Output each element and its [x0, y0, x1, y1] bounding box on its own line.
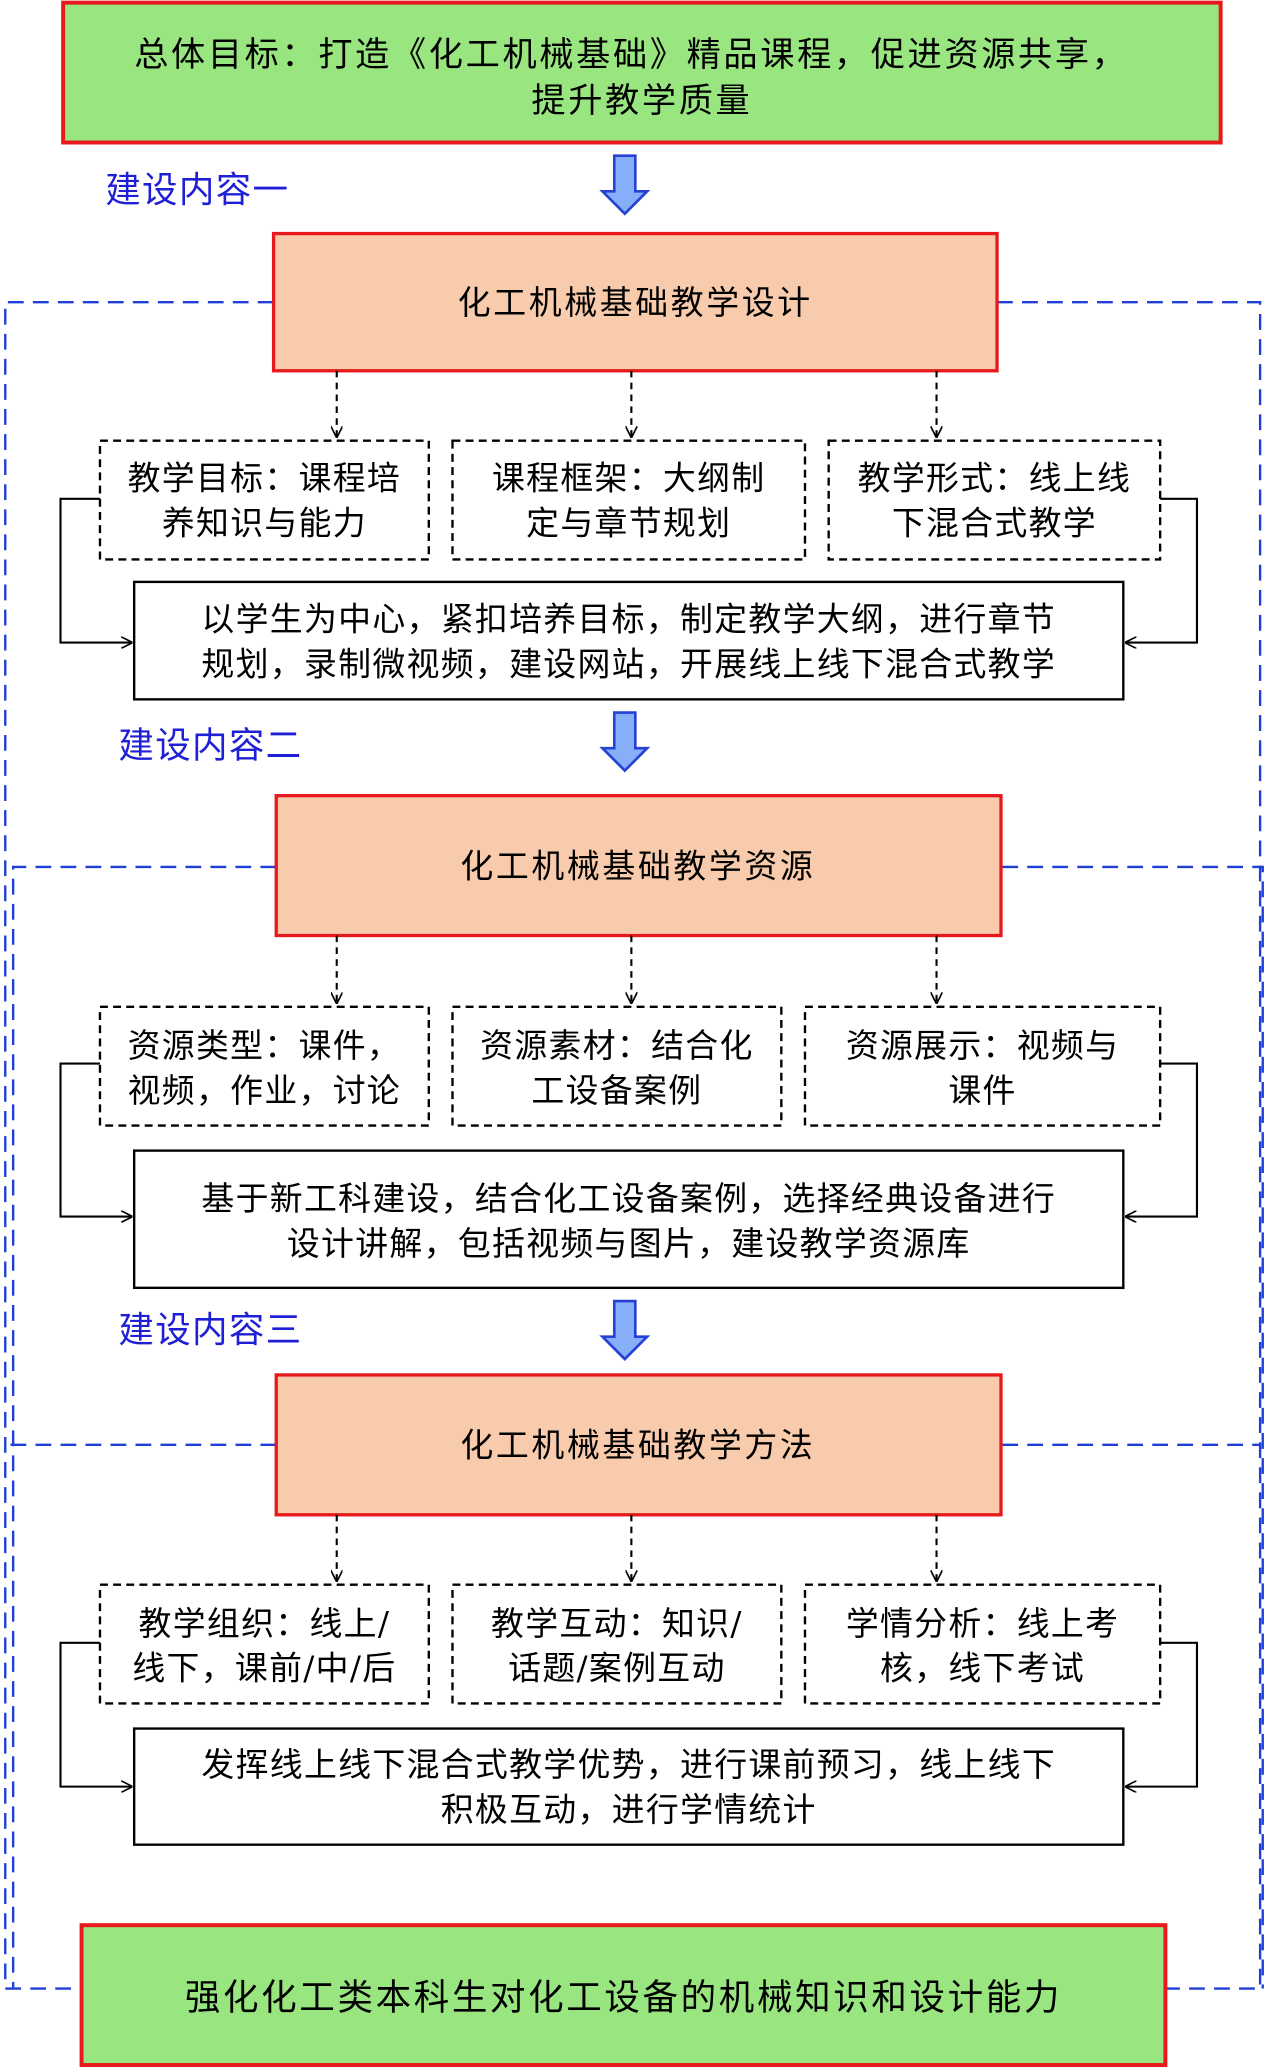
summary-box: 以学生为中心，紧扣培养目标，制定教学大纲，进行章节 规划，录制微视频，建设网站，… — [132, 580, 1125, 701]
item-text: 资源展示：视频与 — [846, 1026, 1119, 1065]
item-text: 养知识与能力 — [162, 503, 367, 542]
goal-text-line1: 总体目标：打造《化工机械基础》精品课程，促进资源共享， — [134, 35, 1128, 75]
goal-text-line2: 提升教学质量 — [531, 81, 752, 121]
item-box: 资源展示：视频与 课件 — [803, 1005, 1162, 1127]
frame-section-1 — [4, 300, 1262, 1990]
item-box: 课程框架：大纲制 定与章节规划 — [451, 439, 807, 561]
item-text: 资源类型：课件， — [128, 1026, 401, 1065]
item-text: 线下，课前/中/后 — [132, 1649, 396, 1688]
goal-box: 总体目标：打造《化工机械基础》精品课程，促进资源共享， 提升教学质量 — [61, 0, 1223, 145]
item-box: 资源素材：结合化 工设备案例 — [451, 1005, 783, 1127]
frame-section-2 — [11, 865, 1264, 1989]
item-text: 教学形式：线上线 — [858, 458, 1131, 497]
item-text: 学情分析：线上考 — [846, 1604, 1119, 1643]
summary-text: 积极互动，进行学情统计 — [441, 1790, 817, 1829]
section-label: 建设内容一 — [105, 170, 289, 211]
item-text: 资源素材：结合化 — [480, 1026, 753, 1065]
item-box: 资源类型：课件， 视频，作业，讨论 — [98, 1005, 430, 1127]
summary-text: 基于新工科建设，结合化工设备案例，选择经典设备进行 — [201, 1179, 1056, 1218]
item-text: 视频，作业，讨论 — [128, 1071, 401, 1110]
item-text: 下混合式教学 — [892, 503, 1097, 542]
section-title: 化工机械基础教学方法 — [460, 1426, 815, 1465]
item-box: 教学互动：知识/ 话题/案例互动 — [451, 1583, 783, 1705]
summary-box: 发挥线上线下混合式教学优势，进行课前预习，线上线下 积极互动，进行学情统计 — [132, 1727, 1125, 1846]
section-label: 建设内容二 — [118, 725, 302, 766]
item-text: 定与章节规划 — [526, 503, 731, 542]
outcome-box: 强化化工类本科生对化工设备的机械知识和设计能力 — [79, 1923, 1168, 2068]
summary-text: 设计讲解，包括视频与图片，建设教学资源库 — [287, 1224, 971, 1263]
connector-arrows — [59, 1514, 1199, 1787]
item-box: 教学目标：课程培 养知识与能力 — [98, 439, 430, 561]
item-text: 课程框架：大纲制 — [492, 458, 765, 497]
summary-text: 发挥线上线下混合式教学优势，进行课前预习，线上线下 — [201, 1745, 1056, 1784]
item-text: 教学互动：知识/ — [491, 1604, 743, 1643]
section-title-box: 化工机械基础教学资源 — [274, 794, 1003, 938]
section-title-box: 化工机械基础教学设计 — [271, 231, 999, 373]
summary-box: 基于新工科建设，结合化工设备案例，选择经典设备进行 设计讲解，包括视频与图片，建… — [132, 1149, 1125, 1290]
item-text: 话题/案例互动 — [508, 1649, 726, 1688]
down-arrow-icon — [599, 154, 651, 216]
item-box: 教学组织：线上/ 线下，课前/中/后 — [98, 1583, 430, 1705]
connector-arrows — [59, 370, 1199, 643]
item-text: 核，线下考试 — [880, 1649, 1085, 1688]
item-text: 教学目标：课程培 — [128, 458, 401, 497]
section-label: 建设内容三 — [118, 1310, 302, 1351]
item-box: 学情分析：线上考 核，线下考试 — [803, 1583, 1162, 1705]
section-title: 化工机械基础教学设计 — [458, 283, 813, 322]
down-arrow-icon — [599, 1299, 651, 1361]
item-text: 教学组织：线上/ — [139, 1604, 391, 1643]
summary-text: 规划，录制微视频，建设网站，开展线上线下混合式教学 — [201, 645, 1056, 684]
summary-text: 以学生为中心，紧扣培养目标，制定教学大纲，进行章节 — [201, 600, 1056, 639]
down-arrow-icon — [599, 711, 651, 773]
section-title: 化工机械基础教学资源 — [460, 846, 815, 885]
connector-arrows — [59, 935, 1199, 1217]
outcome-text: 强化化工类本科生对化工设备的机械知识和设计能力 — [185, 1978, 1062, 2019]
item-text: 课件 — [948, 1071, 1016, 1110]
item-box: 教学形式：线上线 下混合式教学 — [827, 439, 1162, 561]
section-title-box: 化工机械基础教学方法 — [274, 1373, 1003, 1517]
item-text: 工设备案例 — [531, 1071, 702, 1110]
